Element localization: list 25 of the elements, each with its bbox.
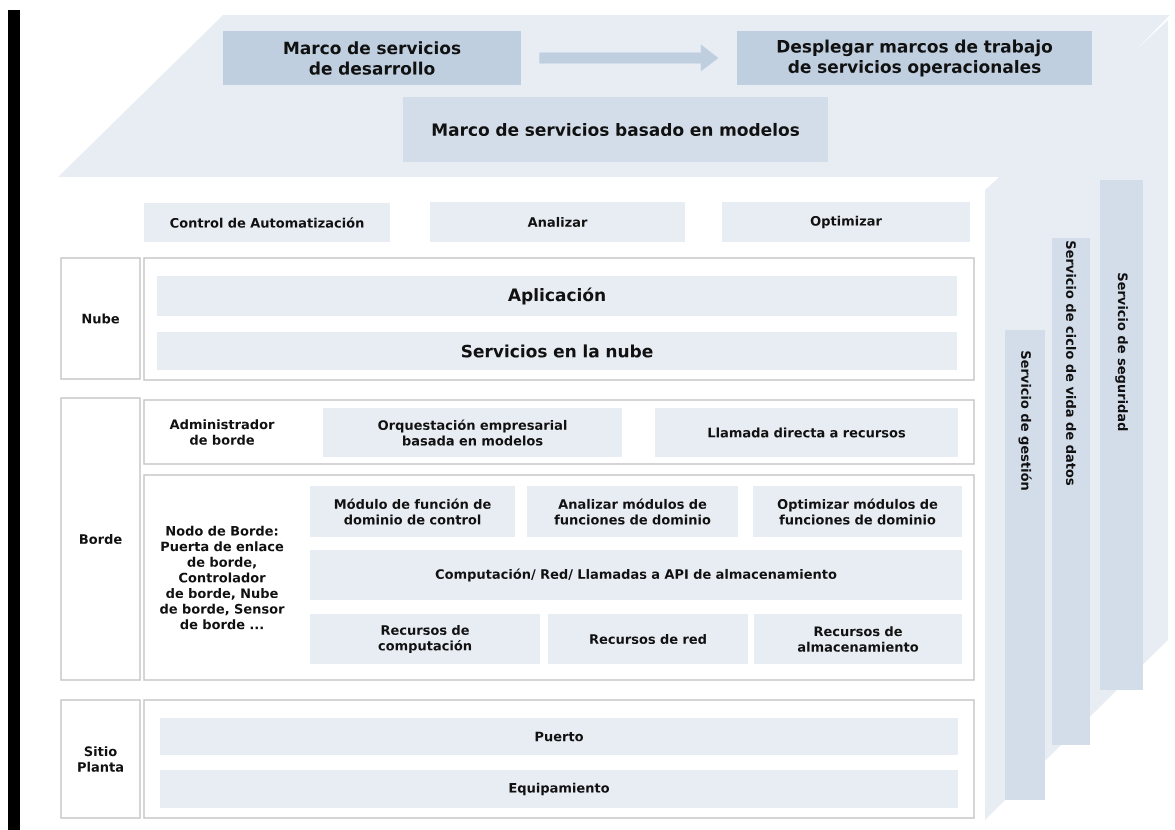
layer-box: Borde [60, 397, 141, 681]
layer-box: Llamada directa a recursos [655, 408, 958, 457]
layer-box: Orquestación empresarial basada en modelos [323, 408, 622, 457]
layer-box: Servicios en la nube [157, 332, 957, 370]
layer-box: Marco de servicios basado en modelos [403, 97, 828, 162]
layer-box: Recursos de computación [310, 614, 540, 664]
layer-box: Sitio Planta [60, 699, 141, 819]
layer-box: Computación/ Red/ Llamadas a API de almacenamiento [310, 550, 962, 600]
layer-box: Recursos de almacenamiento [754, 614, 962, 664]
layer-box: Marco de servicios de desarrollo [223, 31, 521, 85]
service-column: Servicio de gestión [1005, 330, 1045, 800]
layer-box: Optimizar módulos de funciones de dominio [753, 486, 962, 537]
layer-box: Módulo de función de dominio de control [310, 486, 515, 537]
service-column: Servicio de ciclo de vida de datos [1052, 237, 1090, 745]
layer-box: Equipamiento [160, 770, 958, 808]
layer-box: Optimizar [722, 202, 970, 242]
layer-box: Aplicación [157, 276, 957, 316]
service-column: Servicio de seguridad [1100, 180, 1143, 690]
layer-box: Analizar módulos de funciones de dominio [527, 486, 738, 537]
layer-box: Control de Automatización [144, 203, 390, 242]
layer-box: Recursos de red [548, 614, 748, 664]
layer-box: Analizar [430, 202, 685, 242]
layer-box: Desplegar marcos de trabajo de servicios operacionales [737, 31, 1092, 85]
layer-box: Puerto [160, 718, 958, 755]
layer-box: Nube [60, 257, 141, 380]
